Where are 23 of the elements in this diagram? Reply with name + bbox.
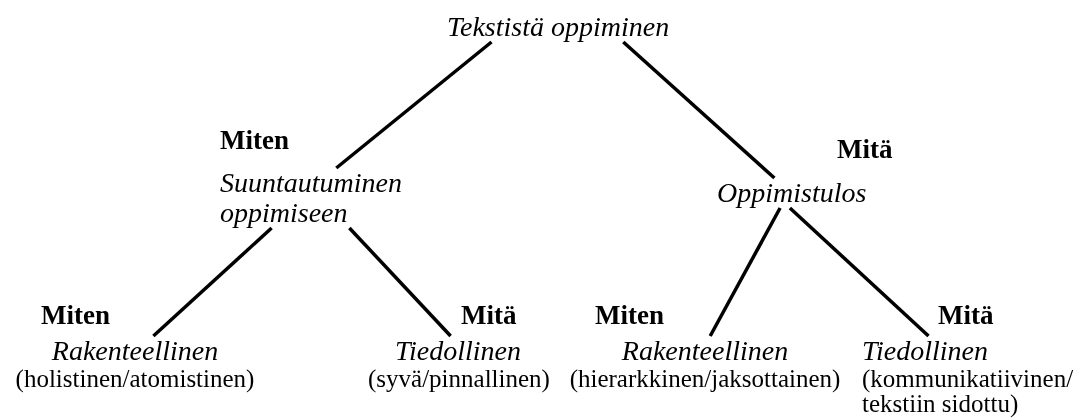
concept-title: Tiedollinen: [862, 336, 989, 366]
connector-line: [622, 40, 776, 180]
concept-title: Rakenteellinen: [50, 336, 220, 366]
detail-text: (holistinen/atomistinen): [14, 366, 256, 391]
category-heading: Mitä: [461, 300, 517, 330]
connector-line: [152, 226, 273, 338]
concept-title: Suuntautuminen oppimiseen: [220, 168, 403, 228]
concept-title: Oppimistulos: [717, 178, 868, 208]
category-heading: Miten: [220, 125, 289, 155]
category-heading: Miten: [41, 300, 110, 330]
concept-title: Tiedollinen: [394, 336, 522, 366]
concept-title: Tekstistä oppiminen: [447, 12, 671, 42]
category-heading: Mitä: [938, 300, 994, 330]
detail-text: (hierarkkinen/jaksottainen): [568, 366, 842, 391]
detail-text: (kommunikatiivinen/ tekstiin sidottu): [862, 366, 1075, 416]
category-heading: Mitä: [837, 134, 893, 164]
connector-line: [788, 206, 930, 338]
connector-line: [348, 226, 452, 338]
category-heading: Miten: [595, 300, 664, 330]
concept-title: Rakenteellinen: [620, 336, 790, 366]
detail-text: (syvä/pinnallinen): [368, 366, 548, 391]
connector-line: [708, 207, 782, 337]
connector-line: [335, 40, 493, 170]
